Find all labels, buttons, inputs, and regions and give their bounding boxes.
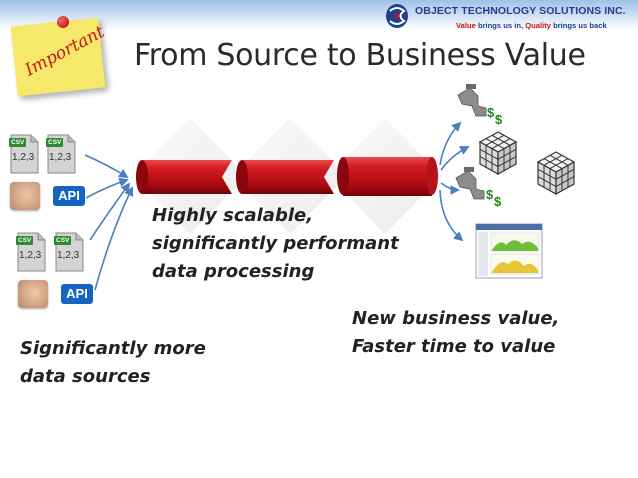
hand-touch-icon	[10, 182, 40, 210]
tagline-value: Value	[456, 21, 476, 30]
pipe-segment-1	[136, 160, 232, 194]
tagline-middle: brings us in,	[475, 21, 526, 30]
svg-text:$: $	[487, 105, 495, 120]
company-name: OBJECT TECHNOLOGY SOLUTIONS INC.	[415, 5, 626, 17]
value-label: New business value, Faster time to value	[352, 305, 559, 361]
sources-label-line: data sources	[20, 366, 151, 387]
sources-label: Significantly more data sources	[20, 335, 206, 391]
slide-title: From Source to Business Value	[134, 38, 586, 73]
csv-tag: CSV	[9, 138, 27, 147]
rubiks-cube-icon	[478, 131, 518, 176]
csv-document-icon: CSV 1,2,3	[54, 232, 84, 272]
pipe-segment-2	[236, 160, 334, 194]
company-logo-icon	[386, 4, 408, 28]
csv-values: 1,2,3	[19, 250, 42, 261]
api-badge: API	[61, 284, 93, 304]
input-arrow	[85, 177, 129, 199]
dashboard-screenshot-icon	[475, 223, 543, 279]
svg-text:$: $	[486, 187, 494, 202]
csv-tag: CSV	[16, 236, 34, 245]
input-arrow	[94, 186, 134, 291]
top-banner	[0, 0, 638, 30]
faucet-money-icon: $ $	[457, 84, 503, 127]
tagline-quality: Quality	[525, 21, 551, 30]
output-arrow	[440, 146, 470, 171]
rubiks-cube-icon	[536, 151, 576, 196]
company-header: OBJECT TECHNOLOGY SOLUTIONS INC. Value b…	[384, 2, 634, 34]
svg-text:$: $	[494, 194, 502, 209]
company-tagline: Value brings us in, Quality brings us ba…	[456, 21, 607, 30]
output-arrow	[439, 121, 462, 166]
csv-document-icon: CSV 1,2,3	[46, 134, 76, 174]
api-badge: API	[53, 186, 85, 206]
csv-tag: CSV	[46, 138, 64, 147]
processing-label-line: data processing	[152, 261, 315, 282]
csv-values: 1,2,3	[49, 152, 72, 163]
input-arrow	[84, 154, 129, 179]
svg-text:$: $	[495, 112, 503, 127]
csv-tag: CSV	[54, 236, 72, 245]
value-label-line: Faster time to value	[352, 336, 556, 357]
value-label-line: New business value,	[352, 308, 560, 329]
output-arrow	[439, 189, 464, 242]
processing-label-line: significantly performant	[152, 233, 399, 254]
push-pin-icon	[57, 16, 69, 28]
processing-label-line: Highly scalable,	[152, 205, 314, 226]
pipe-segment-3	[337, 157, 438, 196]
faucet-money-icon: $ $	[455, 167, 502, 209]
tagline-end: brings us back	[550, 21, 607, 30]
sources-label-line: Significantly more	[20, 338, 206, 359]
output-arrow	[440, 182, 460, 195]
csv-document-icon: CSV 1,2,3	[16, 232, 46, 272]
hand-touch-icon	[18, 280, 48, 308]
csv-values: 1,2,3	[12, 152, 35, 163]
processing-label: Highly scalable, significantly performan…	[152, 202, 399, 286]
csv-document-icon: CSV 1,2,3	[9, 134, 39, 174]
csv-values: 1,2,3	[57, 250, 80, 261]
